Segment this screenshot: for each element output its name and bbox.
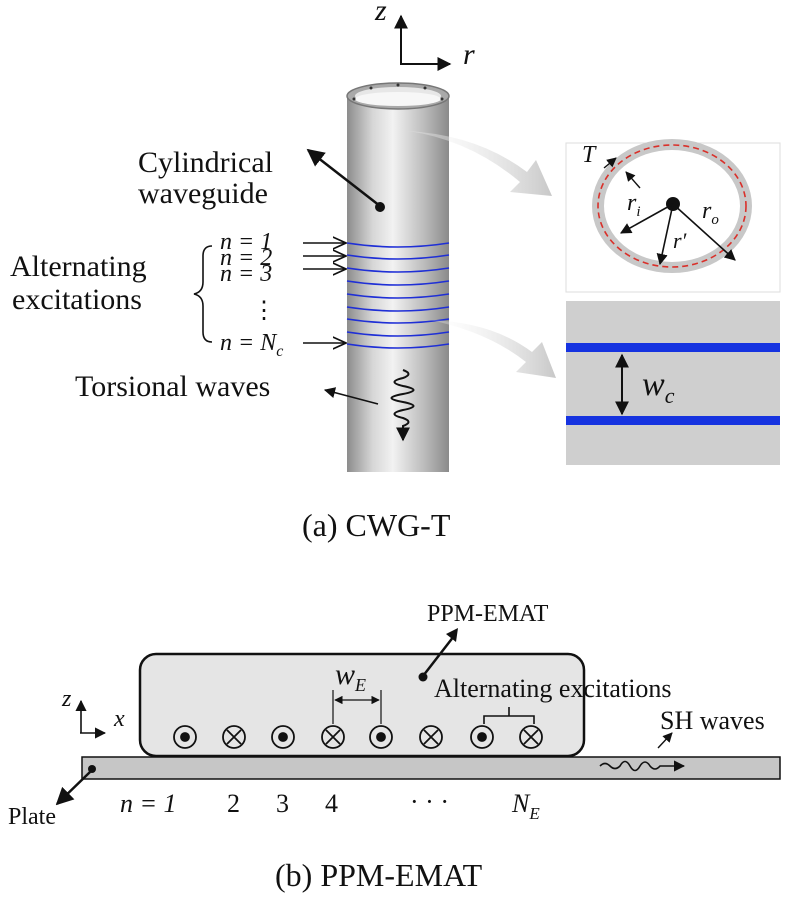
coil-label-n3: n = 3: [220, 261, 272, 287]
n-label-last: NE: [511, 789, 540, 823]
label-alternating: Alternating: [10, 250, 147, 283]
label-excitations: excitations: [12, 283, 142, 316]
ppm-emat-box: [138, 652, 586, 758]
coil-label-n1: n = 1: [220, 229, 272, 255]
label-cylindrical: Cylindrical: [138, 146, 273, 179]
caption-b: (b) PPM-EMAT: [275, 857, 483, 893]
magnet-dot-4: [470, 725, 494, 749]
inset-label-ro: ro: [702, 198, 719, 228]
coil-label-nc: n = Nc: [220, 330, 283, 360]
magnet-row: [173, 725, 543, 749]
magnet-cross-2: [321, 725, 345, 749]
axis-z-label-b: z: [61, 686, 72, 712]
label-sh-waves: SH waves: [660, 706, 765, 735]
inset-coil-spacing: wc: [566, 301, 780, 465]
n-label-3: 3: [276, 789, 289, 818]
magnet-cross-1: [222, 725, 246, 749]
inset-cross-section: T ri ro r′: [565, 139, 781, 293]
inset-label-ri: ri: [627, 190, 641, 220]
axis-z-label: z: [374, 0, 387, 27]
inset-label-rprime: r′: [673, 228, 688, 253]
label-waveguide: waveguide: [138, 177, 268, 210]
inset-label-T: T: [582, 142, 597, 168]
axis-r-label: r: [463, 38, 475, 71]
magnet-cross-3: [419, 725, 443, 749]
label-ppm-emat: PPM-EMAT: [427, 601, 549, 627]
label-alternating-excitations: Alternating excitations: [434, 674, 672, 703]
magnet-dot-3: [369, 725, 393, 749]
label-torsional-waves: Torsional waves: [75, 370, 270, 403]
callout-arrow-bottom: [430, 320, 556, 378]
coil-label-n2: n = 2: [220, 245, 272, 271]
excitation-brace: [193, 245, 213, 343]
inset-label-wc: wc: [642, 366, 675, 408]
n-label-dots: · · ·: [410, 787, 449, 816]
caption-a: (a) CWG-T: [302, 507, 451, 543]
torsional-wave-glyph: [390, 369, 415, 442]
n-label-4: 4: [325, 789, 338, 818]
panel-b: wE PPM-EMAT Alternating excitations z x …: [8, 601, 781, 893]
axes-zx: z x: [61, 686, 125, 739]
panel-a: z r: [10, 0, 781, 543]
alt-exc-brace: [483, 707, 535, 724]
cylindrical-waveguide: [346, 82, 450, 472]
magnet-cross-4: [519, 725, 543, 749]
magnet-dot-2: [271, 725, 295, 749]
label-plate: Plate: [8, 804, 56, 830]
magnet-dot-1: [173, 725, 197, 749]
axes-zr: z r: [374, 0, 475, 71]
callout-arrow-top: [408, 131, 552, 196]
n-label-1: n = 1: [120, 789, 177, 818]
plate: [81, 756, 781, 780]
sh-wave-glyph: [599, 760, 686, 772]
n-label-2: 2: [227, 789, 240, 818]
excitation-arrows: [303, 243, 346, 343]
axis-x-label-b: x: [113, 706, 125, 732]
coil-label-dots: ⋮: [252, 298, 276, 324]
label-we: wE: [335, 658, 366, 695]
